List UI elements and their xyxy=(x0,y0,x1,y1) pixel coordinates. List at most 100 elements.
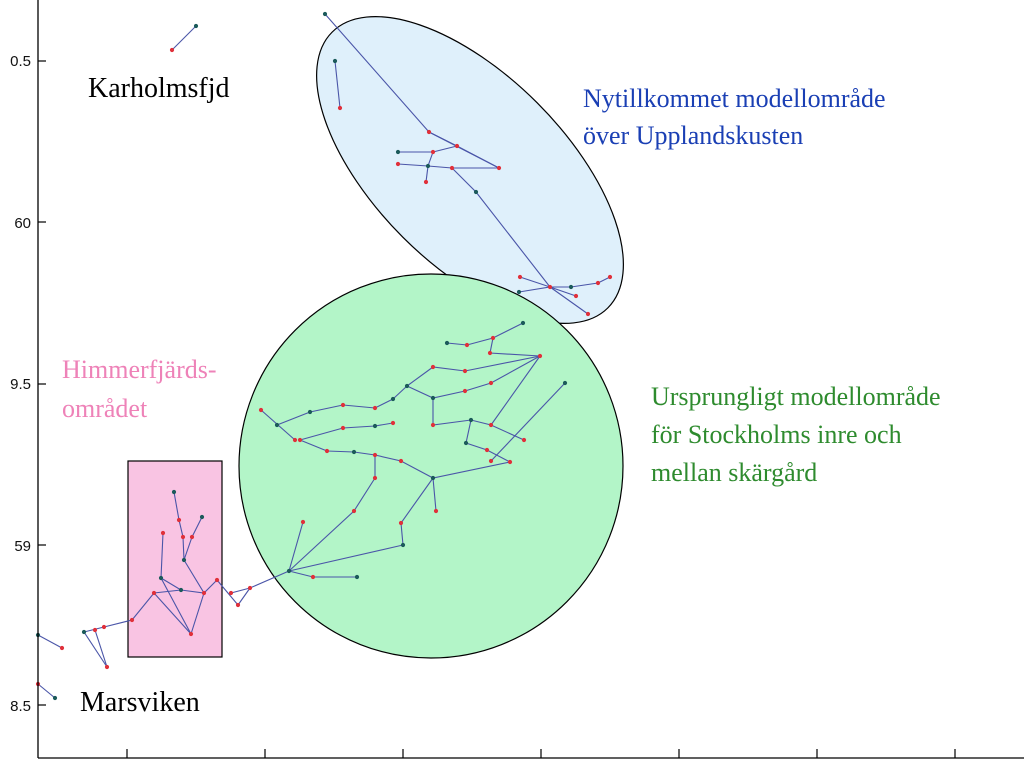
network-node xyxy=(199,514,205,520)
place-label-marsviken: Marsviken xyxy=(80,687,200,718)
network-edge xyxy=(397,163,499,169)
network-node xyxy=(228,590,234,596)
network-node xyxy=(547,284,553,290)
network-node xyxy=(496,165,502,171)
network-edge xyxy=(153,592,192,635)
network-node xyxy=(595,280,601,286)
network-edge xyxy=(37,634,63,649)
network-node xyxy=(104,664,110,670)
network-node xyxy=(151,590,157,596)
stockholm-region-circle xyxy=(238,273,624,659)
network-node xyxy=(430,422,436,428)
network-edge xyxy=(309,404,344,413)
network-node xyxy=(101,624,107,630)
network-node xyxy=(390,396,396,402)
network-node xyxy=(398,520,404,526)
network-node xyxy=(537,353,543,359)
uppland-region-label-line2: över Upplandskusten xyxy=(583,121,803,150)
network-node xyxy=(351,508,357,514)
network-node xyxy=(516,289,522,295)
y-tick-label: 59 xyxy=(14,538,31,555)
network-edge xyxy=(326,450,511,479)
network-edge xyxy=(549,286,577,297)
network-node xyxy=(337,105,343,111)
network-edge xyxy=(490,355,541,426)
network-node xyxy=(300,519,306,525)
network-edge xyxy=(465,419,511,463)
network-node xyxy=(463,440,469,446)
network-edge xyxy=(37,683,56,699)
network-node xyxy=(390,420,396,426)
network-node xyxy=(181,557,187,563)
network-node xyxy=(158,575,164,581)
network-node xyxy=(462,368,468,374)
network-node xyxy=(517,274,523,280)
network-node xyxy=(425,163,431,169)
network-node xyxy=(176,517,182,523)
network-node xyxy=(171,489,177,495)
network-edge xyxy=(230,587,251,594)
x-axis-ticks xyxy=(126,749,956,758)
network-node xyxy=(189,534,195,540)
model-grid-nodes xyxy=(35,11,613,701)
network-node xyxy=(292,437,298,443)
network-edge xyxy=(276,411,311,426)
network-node xyxy=(188,631,194,637)
network-edge xyxy=(299,422,394,441)
network-node xyxy=(340,425,346,431)
network-node xyxy=(92,627,98,633)
network-node xyxy=(562,380,568,386)
network-node xyxy=(258,407,264,413)
network-edge xyxy=(173,491,205,635)
network-node xyxy=(490,335,496,341)
network-node xyxy=(468,417,474,423)
network-node xyxy=(332,58,338,64)
network-edge xyxy=(288,455,376,572)
network-edge xyxy=(83,631,108,668)
network-edge xyxy=(288,521,304,572)
network-edge xyxy=(94,629,108,668)
network-node xyxy=(444,340,450,346)
y-tick-label: 9.5 xyxy=(10,376,31,393)
himmerfjarden-region-label-line1: Himmerfjärds- xyxy=(62,355,217,384)
network-node xyxy=(488,380,494,386)
network-edge xyxy=(216,579,239,606)
network-node xyxy=(464,342,470,348)
himmerfjarden-region-label-line2: området xyxy=(62,394,148,423)
uppland-region-ellipse xyxy=(316,16,624,324)
network-node xyxy=(59,645,65,651)
network-node xyxy=(307,409,313,415)
network-node xyxy=(324,448,330,454)
network-edge xyxy=(288,477,434,572)
network-edge xyxy=(160,577,182,591)
network-node xyxy=(372,423,378,429)
network-edge xyxy=(83,619,133,633)
network-edge xyxy=(446,322,524,346)
network-node xyxy=(573,293,579,299)
network-node xyxy=(201,590,207,596)
network-node xyxy=(395,161,401,167)
network-node xyxy=(487,350,493,356)
network-node xyxy=(473,189,479,195)
network-node xyxy=(484,447,490,453)
network-node xyxy=(129,617,135,623)
network-edge xyxy=(171,25,197,51)
network-node xyxy=(430,364,436,370)
network-node xyxy=(430,395,436,401)
network-node xyxy=(488,422,494,428)
network-node xyxy=(372,452,378,458)
network-node xyxy=(433,508,439,514)
network-node xyxy=(454,143,460,149)
network-node xyxy=(351,449,357,455)
network-node xyxy=(322,11,328,17)
network-node xyxy=(395,149,401,155)
network-node xyxy=(235,602,241,608)
network-node xyxy=(52,695,58,701)
network-node xyxy=(398,458,404,464)
y-axis-ticks xyxy=(38,60,46,706)
network-node xyxy=(354,574,360,580)
network-edge xyxy=(334,60,341,109)
network-edge xyxy=(490,382,566,462)
